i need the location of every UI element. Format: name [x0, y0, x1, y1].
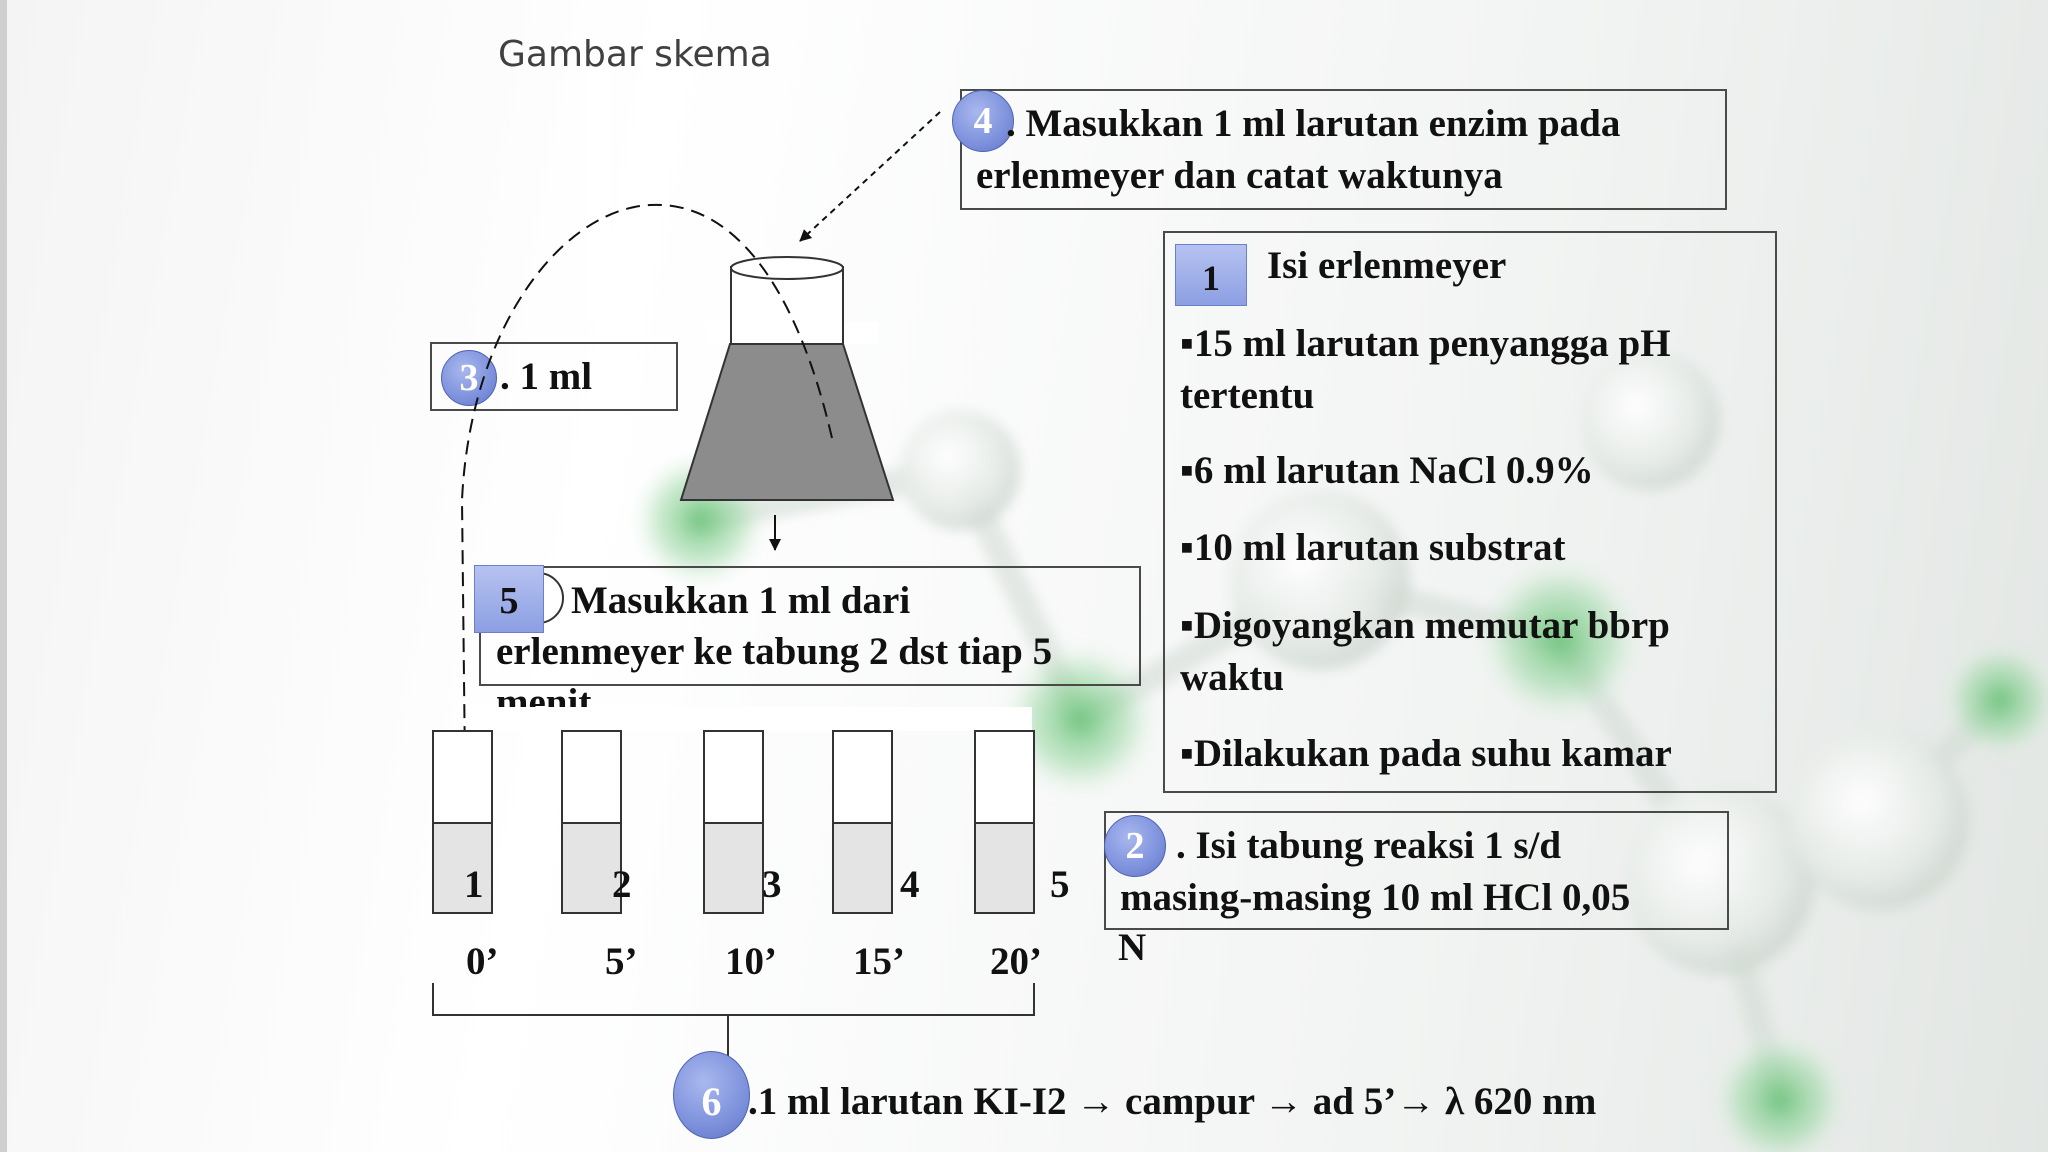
step5-badge: 5	[474, 565, 544, 633]
tube-rack-top	[462, 707, 1032, 731]
step4-text-line1: . Masukkan 1 ml larutan enzim pada	[1006, 102, 1621, 145]
slide-title: Gambar skema	[498, 34, 772, 75]
tube-time: 20’	[990, 940, 1042, 983]
step2-text-line2: masing-masing 10 ml HCl 0,05	[1120, 876, 1631, 919]
step4-badge: 4	[952, 90, 1014, 152]
step3-label: . 1 ml	[500, 355, 593, 398]
slide-left-border	[0, 0, 7, 1152]
step2-text-line3: N	[1118, 926, 1147, 969]
step3-badge: 3	[441, 350, 497, 406]
step6-badge: 6	[673, 1051, 750, 1139]
tube-time: 0’	[466, 940, 499, 983]
tube-time: 15’	[853, 940, 905, 983]
flask-body	[679, 343, 895, 501]
step1-heading: Isi erlenmeyer	[1267, 244, 1507, 287]
step4-box	[960, 89, 1727, 210]
arrow-step4-to-flask	[799, 111, 941, 242]
step1-item: waktu	[1180, 656, 1285, 699]
tube-number: 1	[464, 863, 484, 906]
flask-mouth	[730, 256, 844, 280]
test-tube	[561, 730, 622, 914]
step2-box	[1104, 811, 1729, 930]
step1-item: ▪Digoyangkan memutar bbrp	[1180, 604, 1670, 647]
test-tube	[703, 730, 764, 914]
step2-text-line1: . Isi tabung reaksi 1 s/d	[1176, 824, 1562, 867]
tube-number: 5	[1050, 863, 1070, 906]
test-tube	[432, 730, 493, 914]
white-strip	[588, 70, 610, 320]
step4-text-line2: erlenmeyer dan catat waktunya	[976, 154, 1503, 197]
step1-badge: 1	[1175, 244, 1247, 306]
test-tube	[832, 730, 893, 914]
step1-item: ▪10 ml larutan substrat	[1180, 526, 1566, 569]
step1-box	[1163, 231, 1777, 793]
step6-text: .1 ml larutan KI-I2 → campur → ad 5’→ λ …	[748, 1080, 1597, 1123]
step3-box	[430, 342, 678, 411]
step2-badge: 2	[1104, 815, 1166, 877]
erlenmeyer-flask	[679, 256, 895, 501]
tube-number: 4	[900, 863, 920, 906]
step1-item: ▪Dilakukan pada suhu kamar	[1180, 732, 1672, 775]
molecule-atoms	[630, 350, 2048, 1152]
step5-text-line2: erlenmeyer ke tabung 2 dst tiap 5	[496, 630, 1053, 673]
step1-item: ▪15 ml larutan penyangga pH	[1180, 322, 1671, 365]
tube-time: 10’	[725, 940, 777, 983]
test-tube	[974, 730, 1035, 914]
arrow-flask-to-tube1	[462, 203, 833, 768]
tube-time: 5’	[605, 940, 638, 983]
step5-text-line1: Masukkan 1 ml dari	[571, 579, 911, 622]
tubes-bracket	[432, 983, 1035, 1016]
tube-number: 3	[762, 863, 782, 906]
step1-item: ▪6 ml larutan NaCl 0.9%	[1180, 449, 1594, 492]
step5-text-line3: menit	[496, 681, 592, 707]
step1-item: tertentu	[1180, 374, 1315, 417]
test-tubes	[432, 730, 1035, 914]
tube-number: 2	[612, 863, 632, 906]
